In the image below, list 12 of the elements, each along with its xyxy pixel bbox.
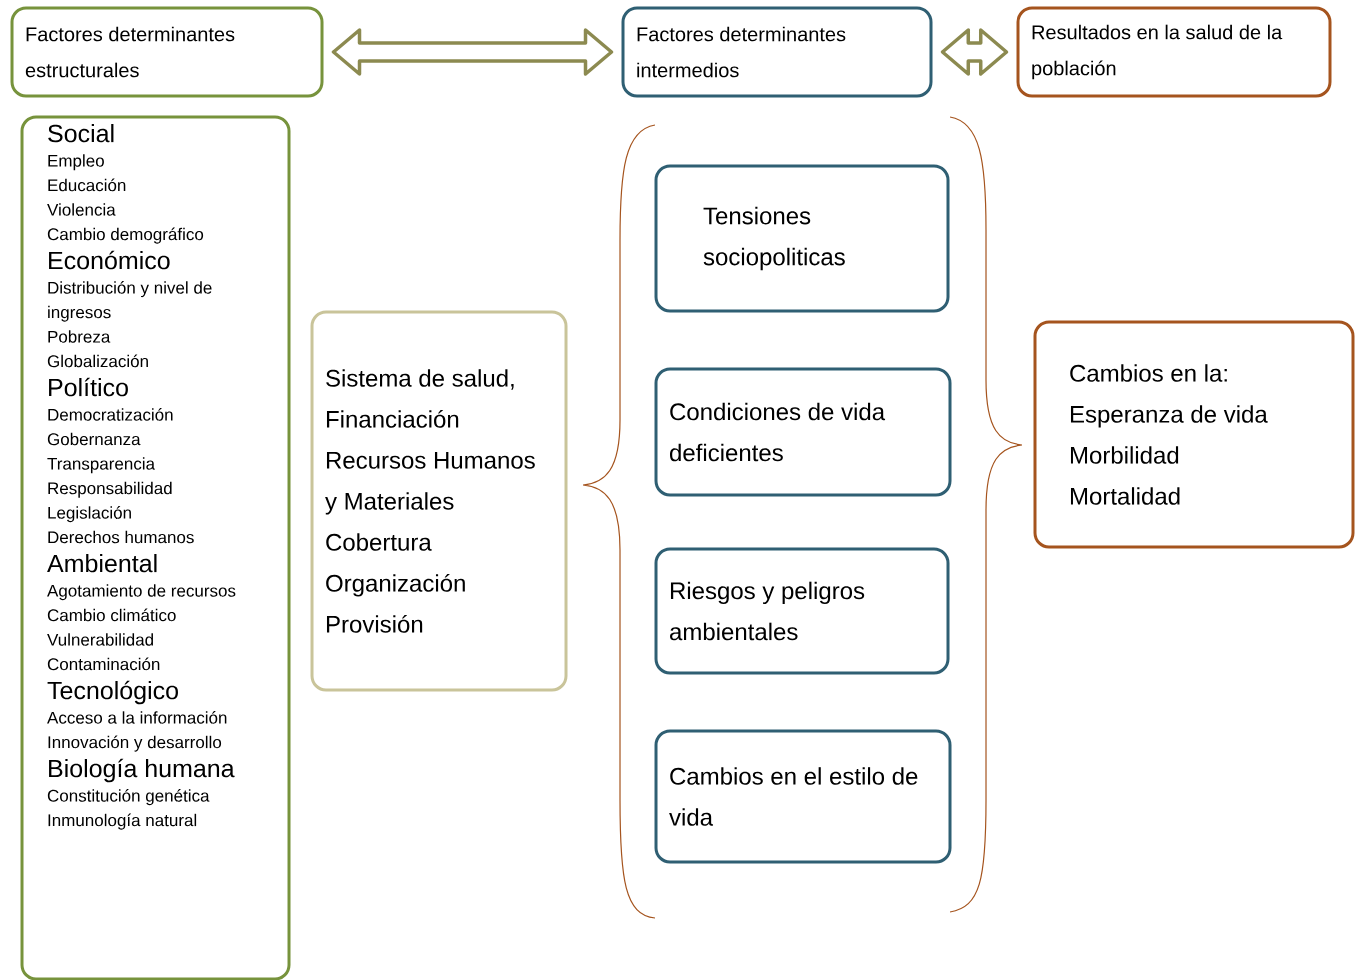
factor-box: Riesgos y peligros ambientales: [654, 547, 950, 675]
factor-box: Condiciones de vida deficientes: [654, 367, 952, 497]
header-box: Factores determinantes estructurales: [10, 6, 324, 98]
factor-box: Tensiones sociopoliticas: [654, 164, 950, 313]
outcome-box: Cambios en la: Esperanza de vida Morbilidad Mortalidad: [1033, 320, 1355, 549]
factor-list-box: Social Empleo Educación Violencia Cambio demográfico Económico Distribución y nivel de ingresos Pobreza Globalización Político Democratización Gobernanza Transparencia Responsabilidad Legislación Derechos humanos Ambiental Agotamiento de recursos Cambio climático Vulnerabilidad Contaminación Tecnológico Acceso a la información Innovación y desarrollo Biología humana Constitución genética Inmunología natural: [20, 115, 291, 980]
health-system-box: Sistema de salud, Financiación Recursos Humanos y Materiales Cobertura Organización Provisión: [310, 310, 568, 692]
header-box: Factores determinantes intermedios: [621, 6, 933, 98]
factor-box: Cambios en el estilo de vida: [654, 729, 952, 864]
double-arrow: [331, 28, 614, 76]
double-arrow: [940, 28, 1009, 76]
header-box: Resultados en la salud de la población: [1016, 6, 1332, 98]
